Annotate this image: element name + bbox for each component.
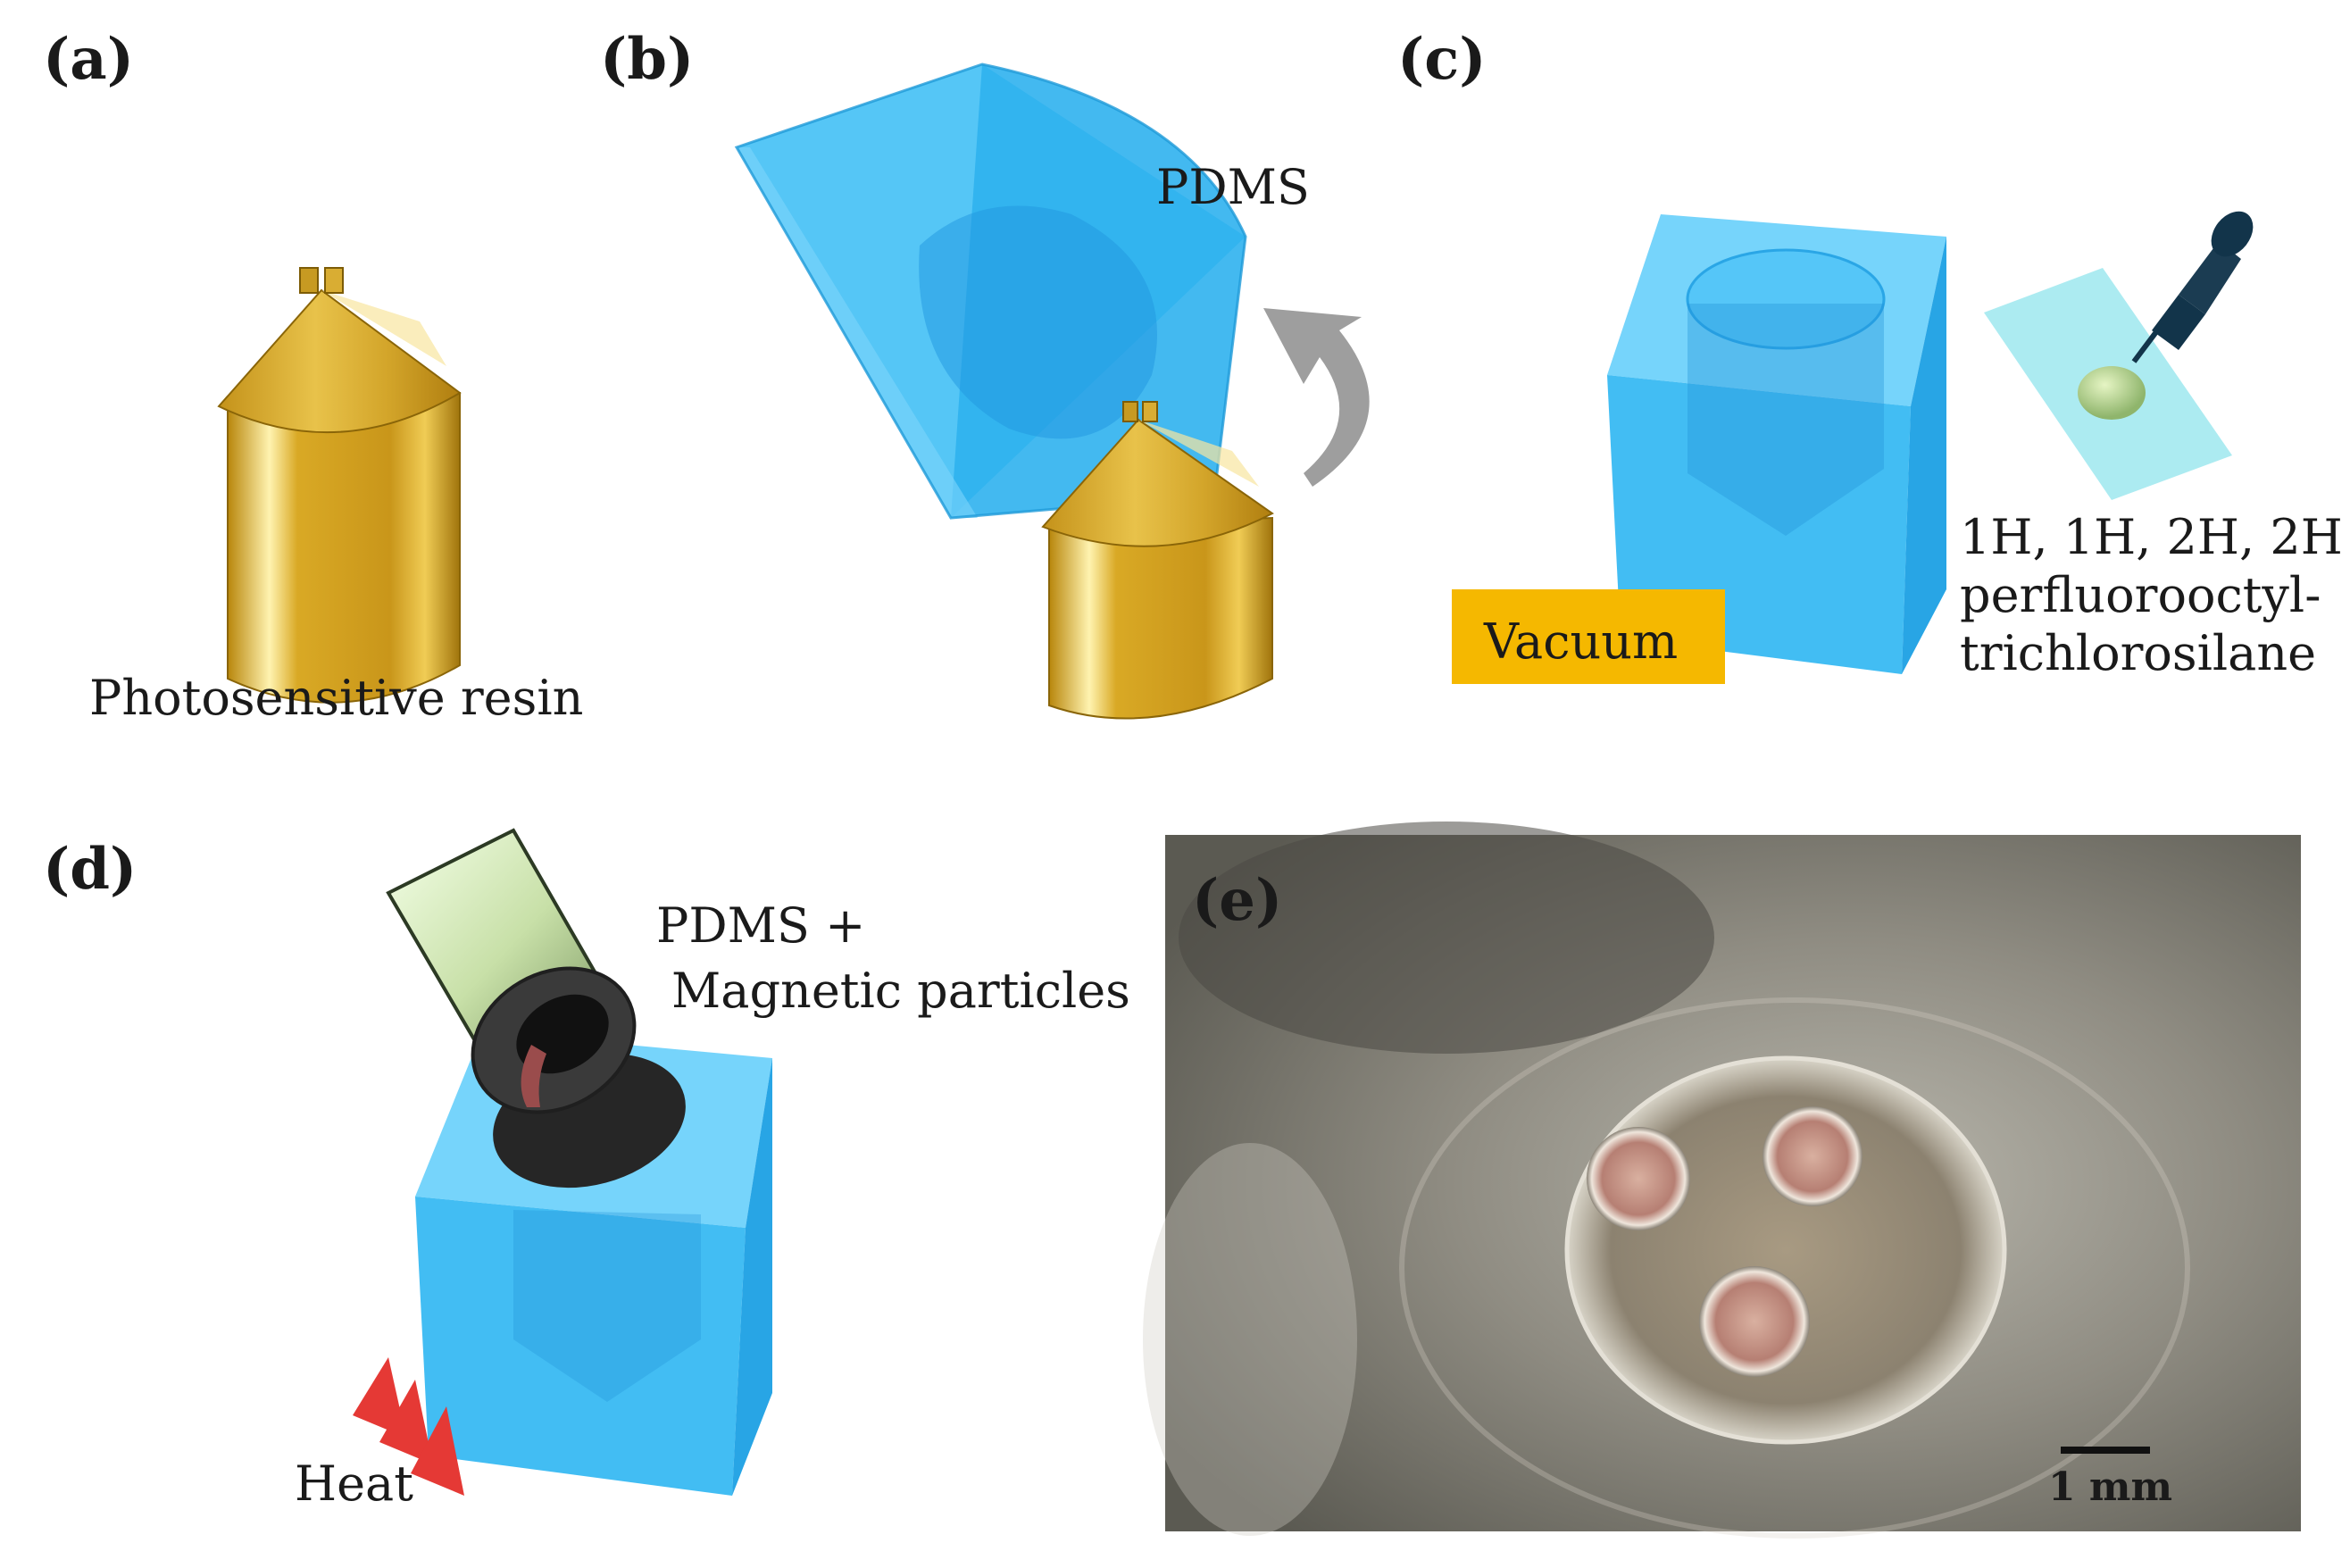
panel-b-label: (b) [600, 26, 694, 93]
scale-label: 1 mm [2048, 1464, 2172, 1510]
vacuum-box [1452, 589, 1725, 684]
scale-bar [2061, 1447, 2150, 1454]
panel-e-label: (e) [1192, 867, 1282, 934]
panel-c: (c) Vacuum 1H, 1H, 2H, 2H perfluorooctyl… [1397, 26, 2343, 684]
silane-line2: perfluorooctyl- [1960, 567, 2321, 623]
panel-d: (d) PDMS + Magnetic particles Heat [43, 828, 1130, 1512]
pdms-block-c [1607, 214, 1946, 674]
mix-line2: Magnetic particles [671, 963, 1130, 1019]
silane-drop [2078, 366, 2146, 420]
panel-c-label: (c) [1397, 26, 1487, 93]
resin-caption: Photosensitive resin [89, 670, 583, 726]
panel-a-label: (a) [43, 26, 134, 93]
pouring-bottle-icon [386, 828, 637, 1114]
pdms-label: PDMS [1156, 159, 1310, 215]
glass-slide [1984, 268, 2232, 500]
well-2 [1762, 1106, 1862, 1206]
heat-label: Heat [295, 1455, 413, 1512]
panel-d-label: (d) [43, 836, 137, 903]
silane-line1: 1H, 1H, 2H, 2H [1960, 509, 2343, 565]
vacuum-label: Vacuum [1483, 613, 1678, 670]
pour-stream [521, 1045, 546, 1107]
resin-mold-a [217, 267, 462, 704]
pdms-block-d [415, 1031, 772, 1496]
silane-line3: trichlorosilane [1960, 625, 2316, 681]
panel-a: (a) Photosensitive resin [43, 26, 583, 726]
flip-arrow-icon [1263, 308, 1370, 487]
panel-b: (b) PDMS [600, 26, 1370, 720]
well-1 [1587, 1127, 1690, 1230]
pdms-mold-half [734, 63, 1247, 520]
mix-line1: PDMS + [656, 897, 865, 954]
pipette-icon [2131, 211, 2254, 363]
heat-icon [353, 1357, 464, 1496]
panel-e: (e) 1 mm [1143, 822, 2301, 1539]
well-3 [1699, 1266, 1810, 1377]
resin-mold-b [1041, 401, 1274, 720]
